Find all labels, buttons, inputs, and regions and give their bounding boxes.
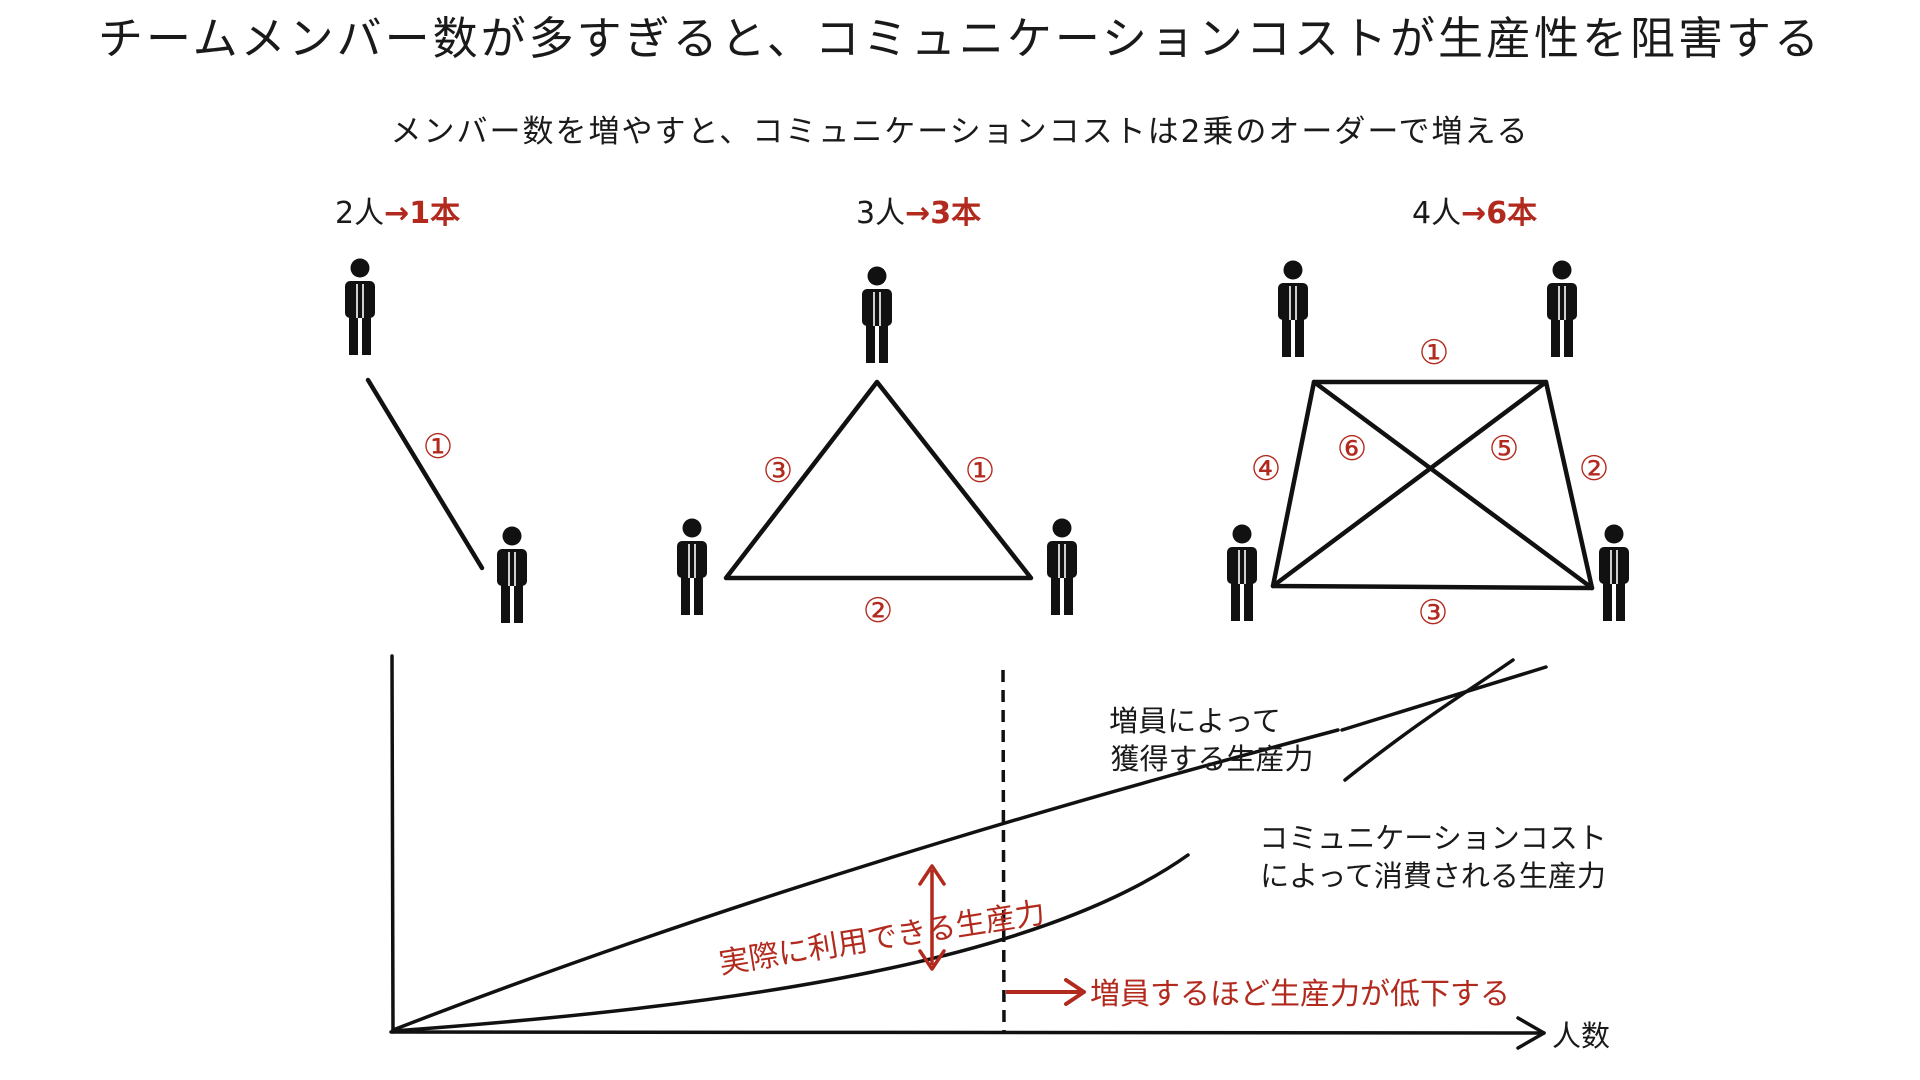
person-icon	[1277, 259, 1309, 358]
edge-label: ⑤	[1489, 429, 1519, 469]
edge-label: ⑥	[1337, 429, 1367, 469]
edge-label: ③	[1418, 593, 1448, 633]
x-axis	[389, 1030, 1546, 1035]
connection-diagonal	[1311, 379, 1595, 591]
edge-label: ①	[423, 427, 453, 467]
example-2-arrow: →	[384, 196, 410, 231]
edge-label: ②	[863, 591, 893, 631]
decline-label: 増員するほど生産力が低下する	[1090, 977, 1510, 1012]
connection-line	[365, 377, 485, 571]
connection-diagonal	[1270, 379, 1549, 589]
example-2-heading: 2人→1本	[335, 188, 460, 232]
decline-arrowhead	[1064, 978, 1086, 1006]
x-axis-label: 人数	[1552, 1019, 1610, 1053]
productivity-gain-label-line-2: 獲得する生産力	[1110, 742, 1313, 776]
y-axis	[390, 654, 395, 1034]
productivity-gain-curve-extension	[1340, 665, 1548, 732]
edge-label: ④	[1251, 449, 1281, 489]
example-2-lines-label: 1本	[409, 196, 461, 231]
communication-cost-label-line-2: によって消費される生産力	[1260, 859, 1606, 893]
person-icon	[861, 265, 893, 364]
communication-cost-label-line-1: コミュニケーションコスト	[1259, 821, 1606, 855]
person-icon	[1546, 259, 1578, 358]
example-3-people-label: 3人	[856, 196, 906, 231]
person-icon	[496, 525, 528, 624]
person-icon	[344, 257, 376, 356]
x-axis-arrowhead	[1516, 1016, 1546, 1050]
example-4-arrow: →	[1461, 196, 1487, 231]
edge-label: ③	[763, 451, 793, 491]
person-icon	[1046, 517, 1078, 616]
communication-cost-curve	[391, 853, 1190, 1033]
example-4-heading: 4人→6本	[1412, 188, 1537, 232]
connection-quad	[1270, 379, 1595, 591]
example-4-lines-label: 6本	[1486, 196, 1538, 231]
arrowhead-down	[918, 949, 946, 971]
page-subtitle: メンバー数を増やすと、コミュニケーションコストは2乗のオーダーで増える	[390, 114, 1530, 150]
arrowhead-up	[918, 864, 946, 886]
example-4-people-label: 4人	[1412, 196, 1462, 231]
person-icon	[676, 517, 708, 616]
example-2-people-label: 2人	[335, 196, 385, 231]
example-3-heading: 3人→3本	[856, 188, 981, 232]
connection-triangle	[723, 379, 1034, 581]
edge-label: ①	[1419, 333, 1449, 373]
communication-cost-curve-extension	[1343, 658, 1515, 782]
example-3-lines-label: 3本	[930, 196, 982, 231]
example-3-arrow: →	[905, 196, 931, 231]
productivity-gain-label-line-1: 増員によって	[1109, 704, 1281, 738]
person-icon	[1226, 523, 1258, 622]
threshold-dashed-line	[1001, 669, 1006, 1035]
productivity-gain-curve	[391, 728, 1340, 1032]
page-title: チームメンバー数が多すぎると、コミュニケーションコストが生産性を阻害する	[98, 12, 1822, 65]
edge-label: ①	[965, 451, 995, 491]
edge-label: ②	[1579, 449, 1609, 489]
person-icon	[1598, 523, 1630, 622]
